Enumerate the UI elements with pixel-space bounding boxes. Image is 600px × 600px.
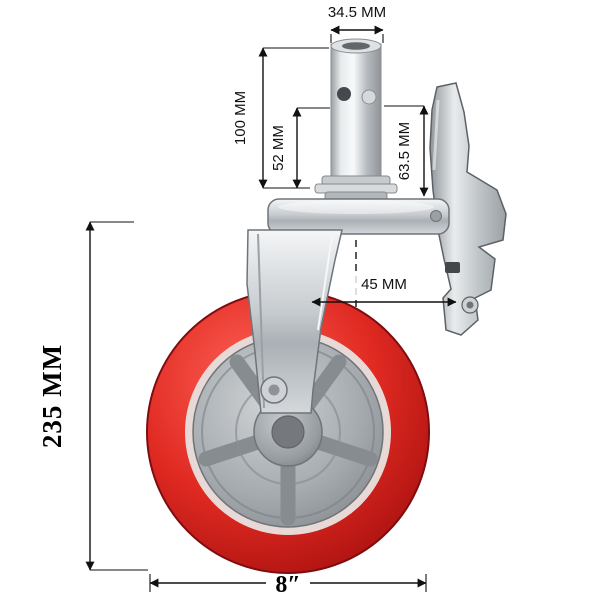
dim-stem-height: 100 MM [232, 47, 329, 189]
dim-63-label: 63.5 MM [396, 122, 413, 180]
plate-rivet [430, 210, 442, 222]
swivel-fork [246, 229, 343, 414]
stem-hole-left [337, 87, 351, 101]
dim-wheel-diameter: 8″ [149, 572, 427, 598]
caster-illustration [146, 38, 507, 574]
dim-stem-height-label: 100 MM [232, 91, 249, 145]
dim-45-label-bg [344, 271, 424, 295]
stem-tube [330, 43, 382, 185]
dim-stem-diameter-label: 34.5 MM [328, 4, 386, 21]
dim-wheel-diameter-label: 8″ [275, 572, 300, 598]
dimension-annotations: 34.5 MM 100 MM 52 MM 63.5 MM [37, 4, 457, 598]
dim-45-label: 45 MM [361, 276, 407, 293]
brake-lever-slot [445, 262, 460, 273]
axle-cap [271, 415, 305, 449]
caster-stem [330, 38, 382, 185]
dim-stem-upper: 63.5 MM [384, 105, 429, 197]
brake-lever [429, 82, 507, 336]
dim-stem-diameter: 34.5 MM [328, 4, 386, 43]
swivel-plate [267, 198, 450, 235]
fork-shading [257, 233, 265, 409]
stem-collar [314, 175, 398, 202]
dim-52-label: 52 MM [270, 125, 287, 171]
dim-overall-height: 235 MM [37, 221, 148, 571]
dim-overall-height-label: 235 MM [37, 344, 67, 448]
stem-hole-right [361, 89, 377, 105]
dim-stem-lower: 52 MM [270, 107, 330, 189]
lever-highlight [432, 99, 440, 171]
swivel-plate-body [267, 198, 450, 235]
plate-highlight [278, 200, 434, 214]
dim-center-offset: 45 MM [311, 240, 457, 312]
fork-leg [246, 229, 343, 414]
stem-bore [342, 42, 370, 50]
brake-pivot-center [466, 301, 474, 309]
axle-bolt-center [268, 384, 280, 396]
fork-highlight [317, 235, 333, 331]
